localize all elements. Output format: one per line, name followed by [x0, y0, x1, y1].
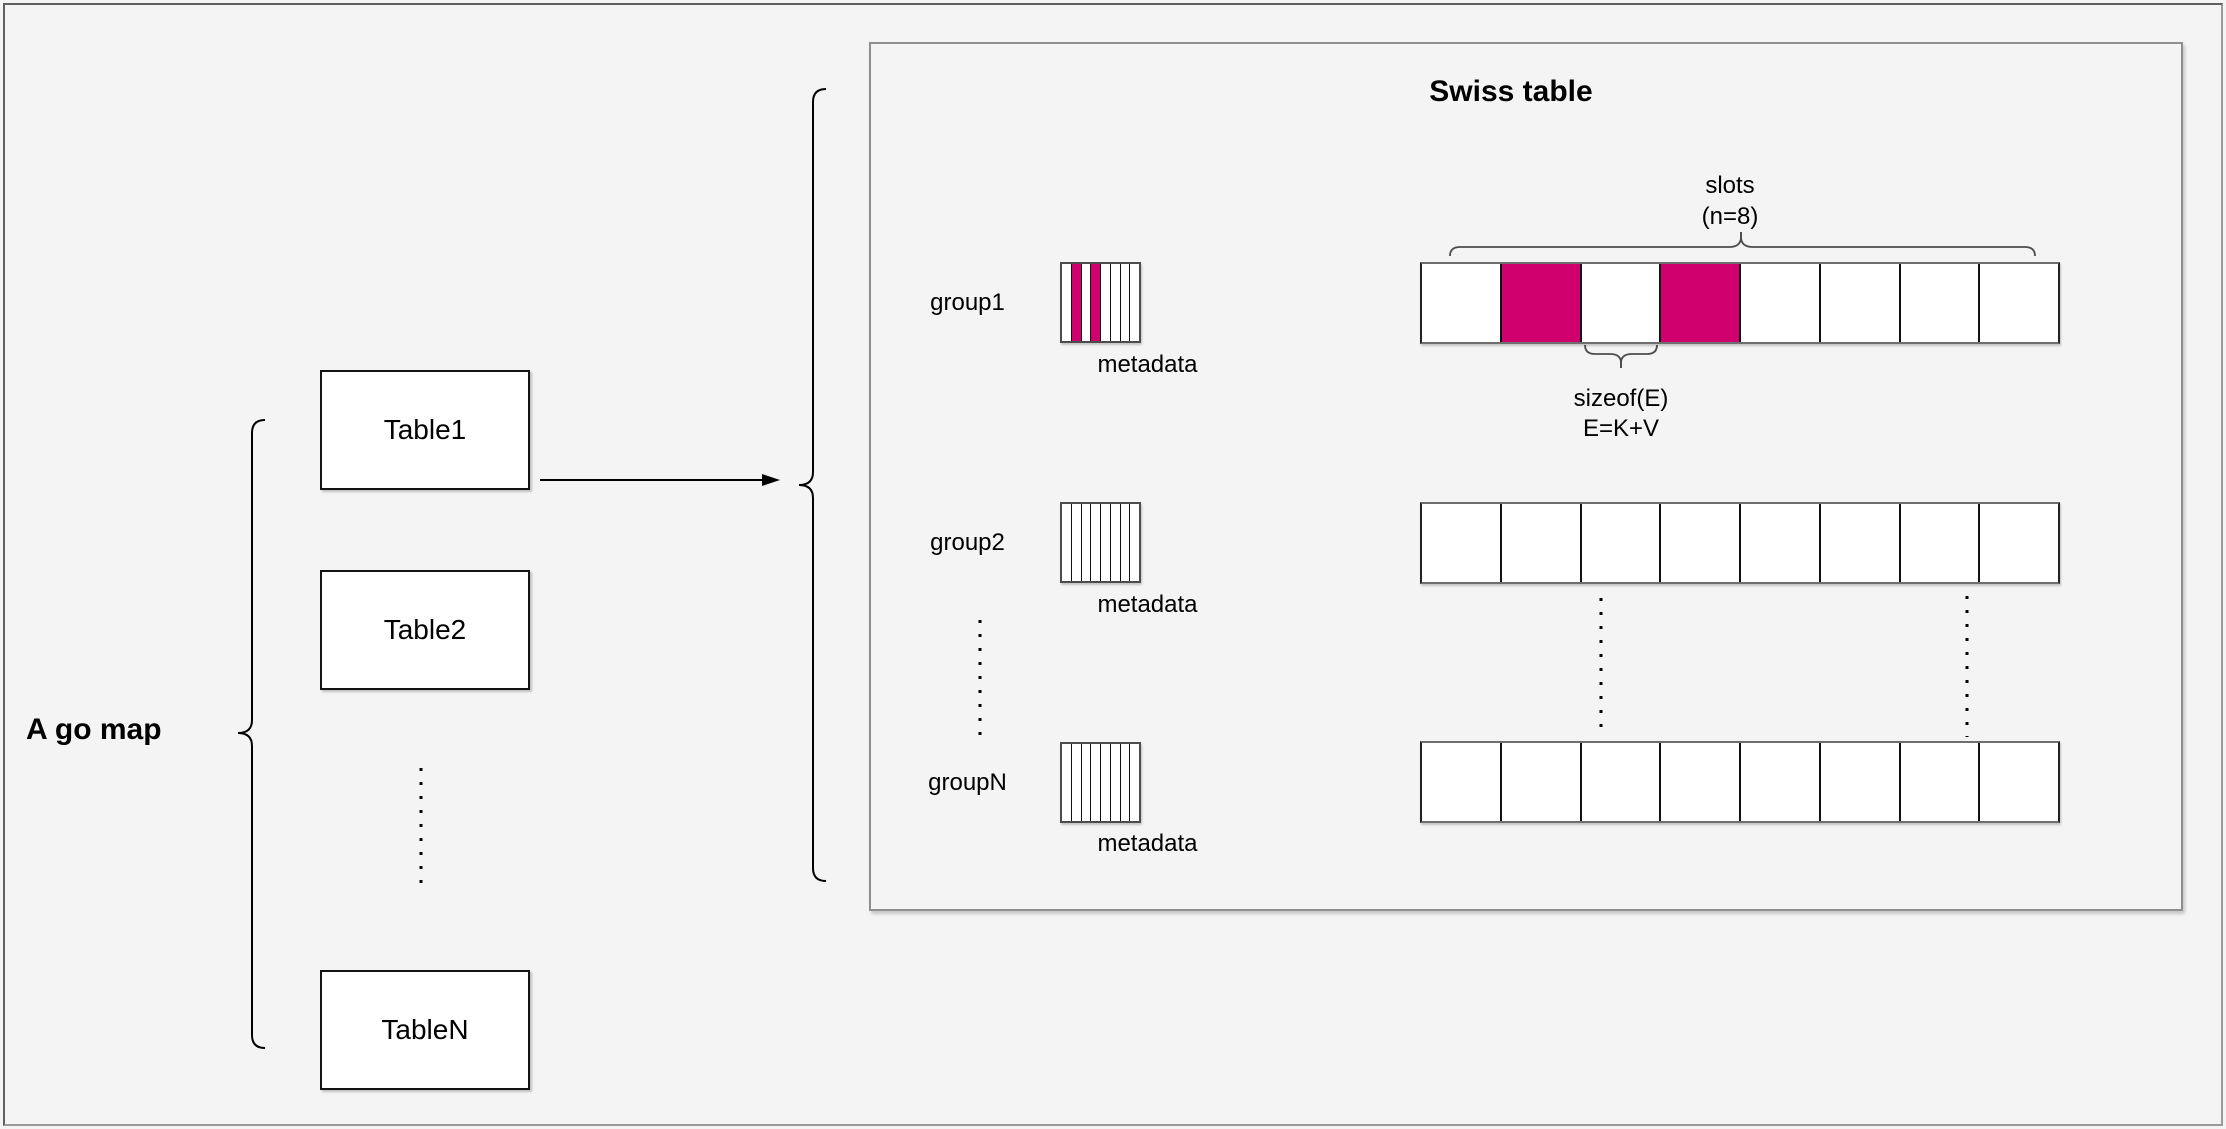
metadata-stripe	[1062, 264, 1071, 341]
group2-metadata-caption: metadata	[1097, 591, 1198, 618]
metadata-stripe	[1109, 504, 1120, 581]
metadata-stripe	[1100, 504, 1110, 581]
slot-cell	[1499, 743, 1580, 821]
go-map-label: A go map	[26, 713, 162, 746]
table2-box: Table2	[320, 570, 530, 690]
metadata-stripe	[1080, 744, 1091, 821]
metadata-stripe	[1109, 264, 1120, 341]
slot-cell	[1898, 504, 1979, 582]
slot-cell	[1818, 743, 1899, 821]
slot-cell	[1499, 504, 1580, 582]
slot-cell	[1579, 504, 1660, 582]
groups-brace	[798, 88, 827, 882]
metadata-stripe	[1100, 264, 1110, 341]
metadata-stripe	[1109, 744, 1120, 821]
metadata-stripe	[1080, 264, 1091, 341]
slot-cell	[1818, 264, 1899, 342]
group1-metadata-box	[1060, 262, 1141, 343]
metadata-stripe	[1119, 504, 1130, 581]
entry-size-line1: sizeof(E)	[1573, 385, 1669, 412]
tableN-box: TableN	[320, 970, 530, 1090]
slot-cell	[1739, 504, 1819, 582]
metadata-stripe	[1119, 744, 1130, 821]
entry-size-line2: E=K+V	[1582, 415, 1660, 442]
group2-metadata-box	[1060, 502, 1141, 583]
slot-cell	[1422, 743, 1500, 821]
metadata-stripe	[1080, 504, 1091, 581]
group1-label: group1	[930, 289, 1005, 316]
swiss-table-panel	[869, 42, 2183, 911]
table1-box: Table1	[320, 370, 530, 490]
slot-cell	[1422, 264, 1500, 342]
metadata-stripe	[1129, 264, 1139, 341]
table2-label: Table2	[383, 614, 467, 645]
entry-size-caption: sizeof(E) E=K+V	[1521, 384, 1721, 444]
slots-caption: slots (n=8)	[1630, 170, 1830, 232]
metadata-stripe	[1119, 264, 1130, 341]
group2-slots-row	[1420, 502, 2060, 584]
groupN-label: groupN	[928, 769, 1007, 796]
slot-cell	[1978, 504, 2058, 582]
groupN-metadata-box	[1060, 742, 1141, 823]
table1-to-swiss-arrow	[540, 474, 780, 486]
slots-caption-line1: slots	[1705, 172, 1755, 199]
metadata-stripe	[1070, 504, 1081, 581]
metadata-stripe	[1090, 744, 1100, 821]
slot-cell	[1898, 743, 1979, 821]
metadata-stripe	[1062, 504, 1071, 581]
slot-cell	[1739, 264, 1819, 342]
slot-cell	[1739, 743, 1819, 821]
go-map-brace	[237, 419, 266, 1049]
metadata-stripe	[1090, 504, 1100, 581]
slots-caption-line2: (n=8)	[1701, 203, 1759, 230]
groupN-metadata-caption: metadata	[1097, 830, 1198, 857]
slots-brace	[1449, 232, 2036, 257]
group1-metadata-caption: metadata	[1097, 351, 1198, 378]
slot-cell	[1579, 264, 1660, 342]
entry-size-brace	[1584, 344, 1658, 368]
metadata-stripe	[1090, 264, 1100, 341]
tableN-label: TableN	[381, 1014, 469, 1045]
metadata-stripe	[1070, 744, 1081, 821]
groupN-slots-row	[1420, 741, 2060, 823]
slot-cell	[1978, 743, 2058, 821]
slot-cell	[1499, 264, 1580, 342]
slot-cell	[1659, 264, 1739, 342]
metadata-stripe	[1062, 744, 1071, 821]
metadata-stripe	[1129, 504, 1139, 581]
metadata-stripe	[1100, 744, 1110, 821]
slot-cell	[1659, 743, 1739, 821]
swiss-table-title: Swiss table	[1429, 75, 1593, 108]
metadata-stripe	[1129, 744, 1139, 821]
group1-slots-row	[1420, 262, 2060, 344]
slot-cell	[1898, 264, 1979, 342]
group2-label: group2	[930, 529, 1005, 556]
arrowhead-icon	[762, 474, 780, 486]
slot-cell	[1659, 504, 1739, 582]
table1-label: Table1	[383, 414, 467, 445]
slot-cell	[1422, 504, 1500, 582]
slot-cell	[1978, 264, 2058, 342]
metadata-stripe	[1070, 264, 1081, 341]
slot-cell	[1579, 743, 1660, 821]
slot-cell	[1818, 504, 1899, 582]
